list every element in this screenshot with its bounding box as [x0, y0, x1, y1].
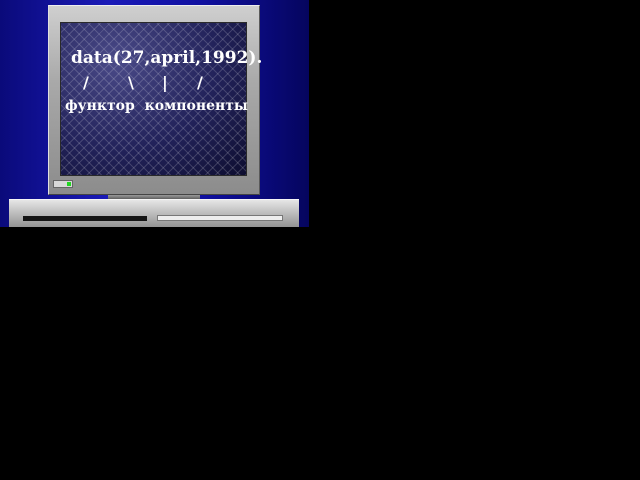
power-led-icon [53, 180, 73, 188]
components-label: компоненты [144, 98, 248, 114]
connector-component-3: / [197, 73, 203, 92]
slide-panel: data(27,april,1992). / \ | / функтор ком… [0, 0, 309, 227]
drive-slot [23, 216, 147, 221]
computer-base [9, 199, 299, 227]
monitor-screen: data(27,april,1992). / \ | / функтор ком… [60, 22, 262, 176]
functor-label: функтор [65, 98, 135, 114]
connector-functor: / [83, 73, 89, 92]
prolog-fact: data(27,april,1992). [71, 48, 263, 68]
monitor-bezel: data(27,april,1992). / \ | / функтор ком… [48, 5, 262, 195]
connector-component-1: \ [128, 73, 134, 92]
connector-component-2: | [162, 73, 168, 92]
drive-bay [157, 215, 283, 221]
monitor-neck [108, 195, 200, 199]
annotation-labels: функтор компоненты [65, 98, 248, 114]
